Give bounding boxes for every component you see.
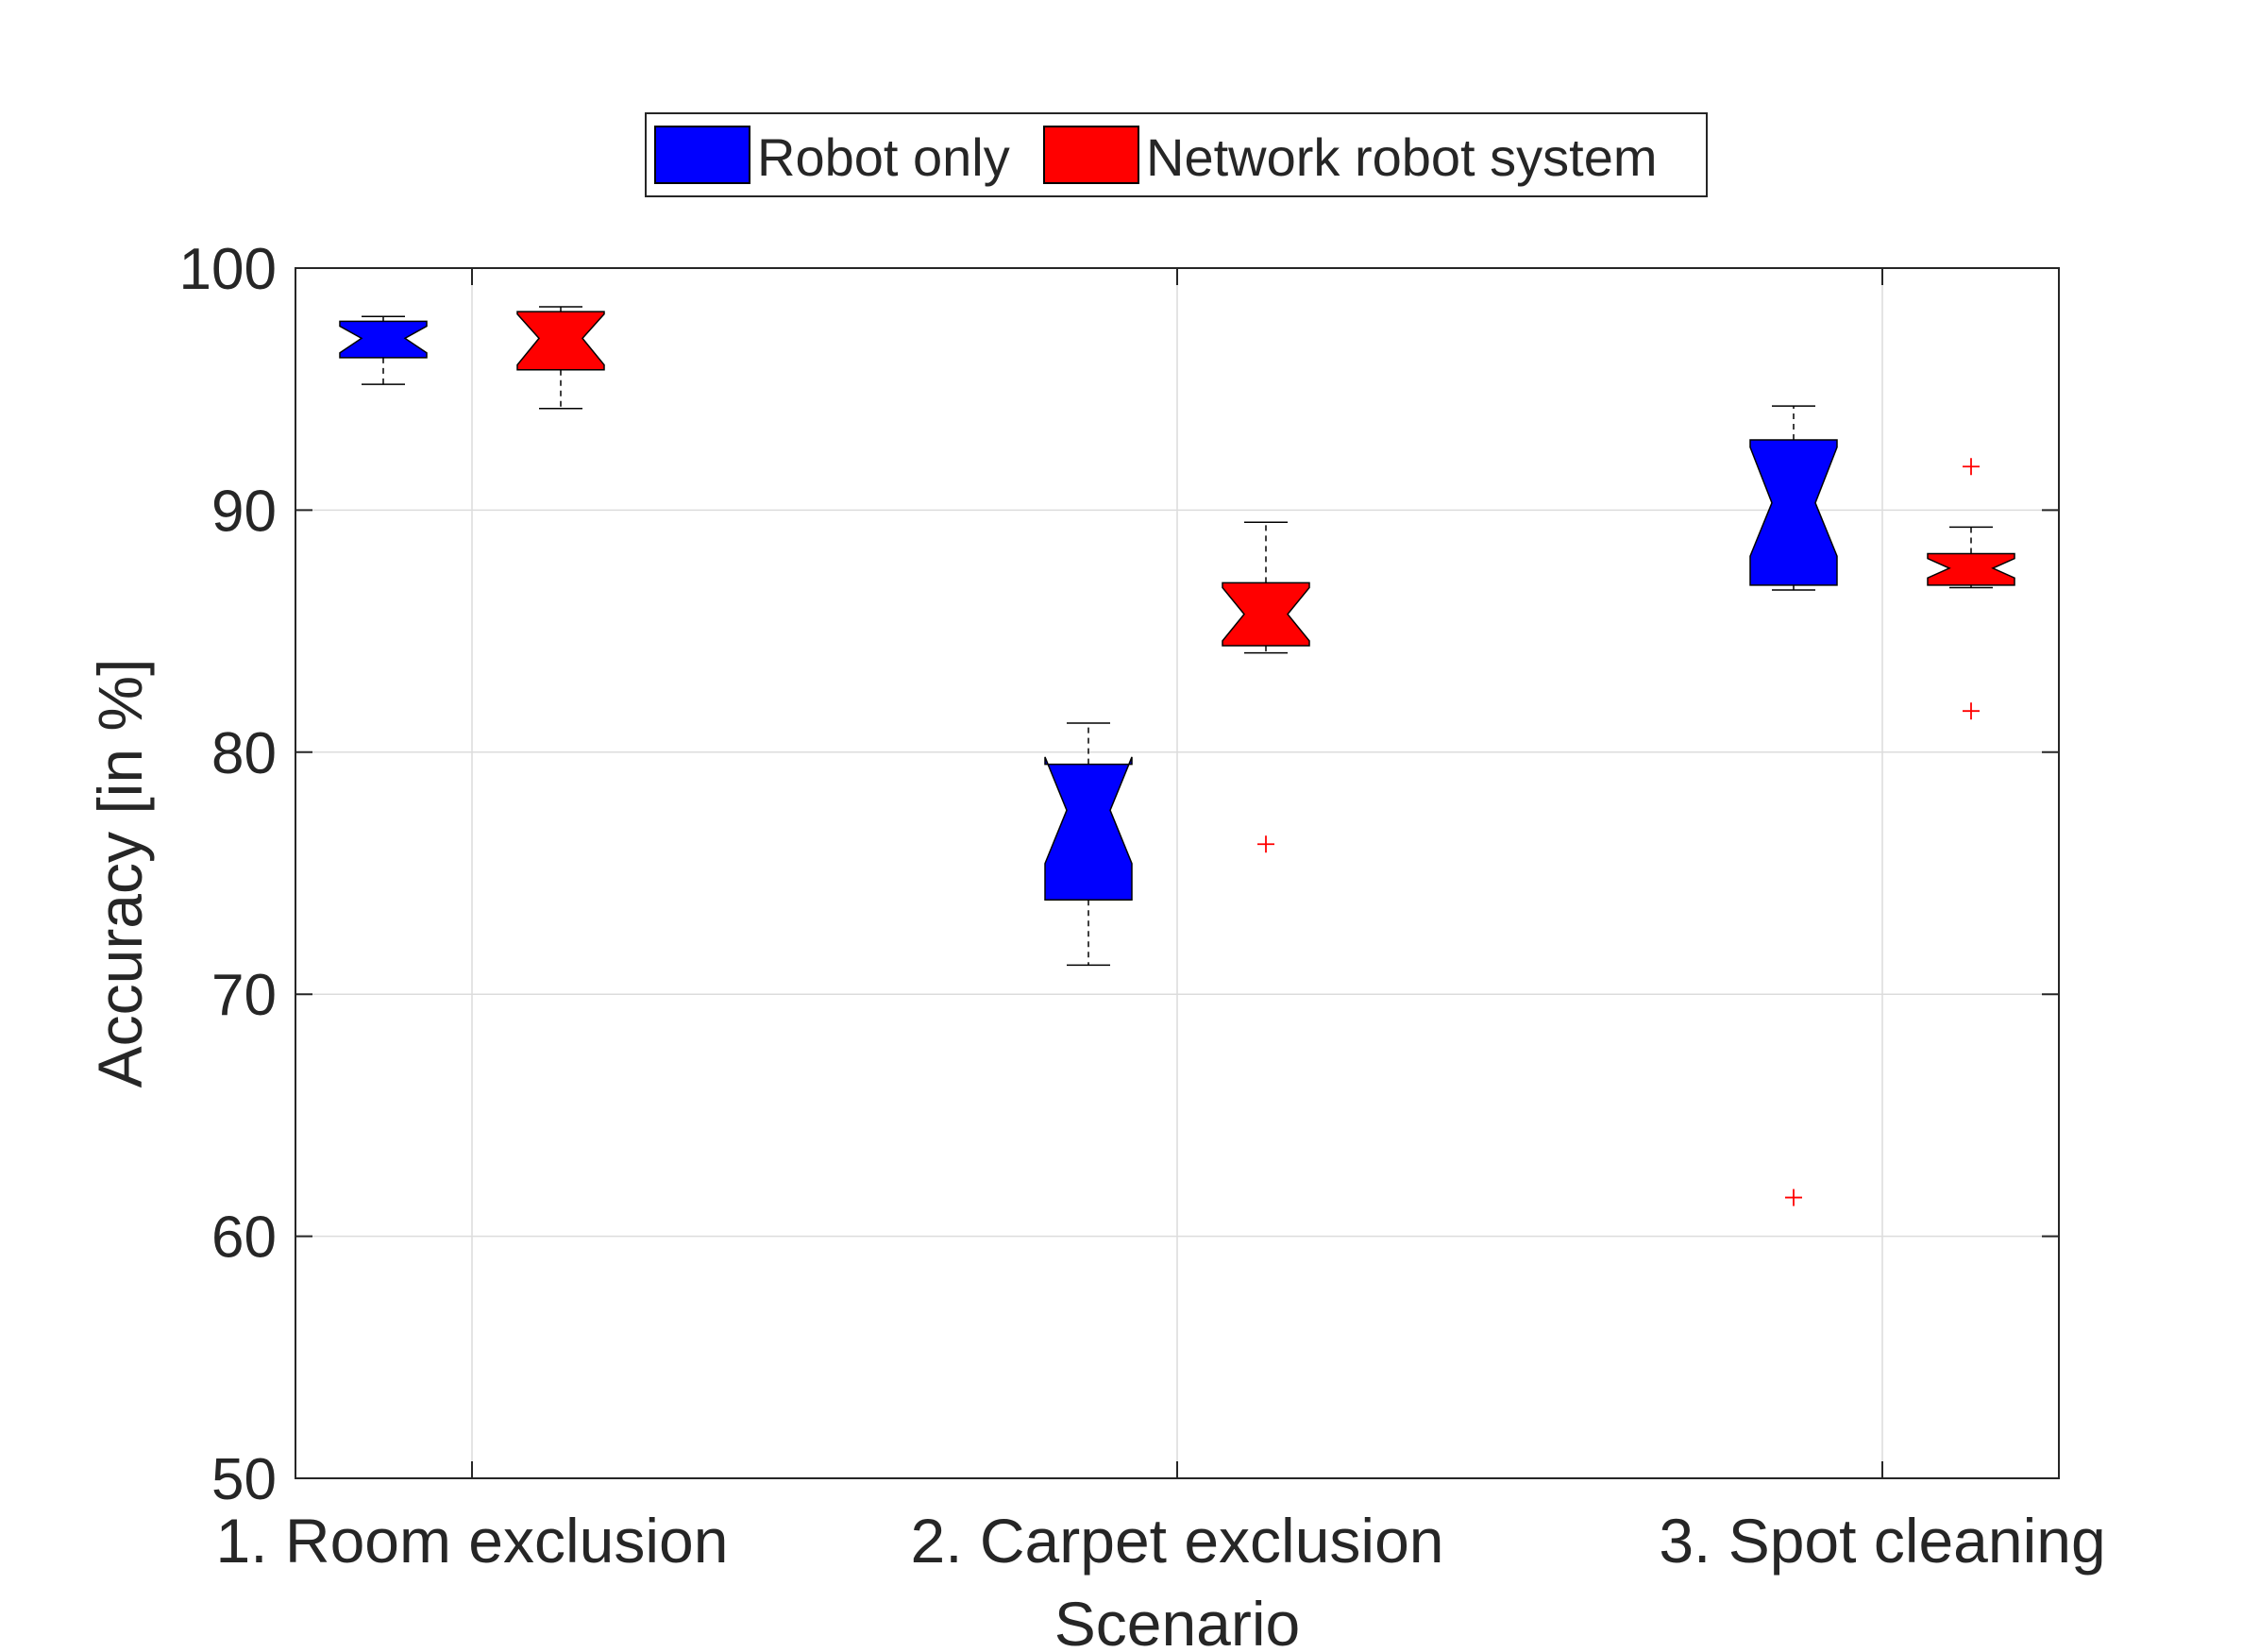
legend-label-network-robot-system: Network robot system xyxy=(1146,127,1658,187)
tick-labels-layer: 50 60 70 80 90 100 1. Room exclusion 2. Carpet … xyxy=(179,237,2106,1576)
ticks-layer xyxy=(295,267,2059,1479)
y-tick-label: 90 xyxy=(211,479,277,544)
boxes-layer xyxy=(339,306,2015,1206)
box-robot-only-2 xyxy=(1044,722,1133,967)
notched-box xyxy=(516,311,605,371)
box-robot-only-3 xyxy=(1749,405,1838,1206)
x-tick-label: 1. Room exclusion xyxy=(216,1506,729,1576)
notched-box xyxy=(1044,756,1133,901)
box-robot-only-1 xyxy=(339,315,428,385)
y-tick-label: 60 xyxy=(211,1205,277,1271)
y-tick-label: 70 xyxy=(211,963,277,1028)
notched-box xyxy=(339,320,428,359)
y-axis-label: Accuracy [in %] xyxy=(85,659,155,1088)
x-tick-label: 3. Spot cleaning xyxy=(1659,1506,2105,1576)
legend-label-robot-only: Robot only xyxy=(757,127,1010,187)
y-tick-label: 80 xyxy=(211,721,277,786)
legend-swatch-robot-only xyxy=(654,126,750,184)
legend-swatch-network-robot-system xyxy=(1043,126,1139,184)
legend: Robot only Network robot system xyxy=(645,112,1708,197)
notched-box xyxy=(1749,439,1838,586)
notched-box xyxy=(1927,552,2015,586)
box-network-robot-system-2 xyxy=(1222,521,1310,853)
box-network-robot-system-1 xyxy=(516,306,605,410)
x-tick-label: 2. Carpet exclusion xyxy=(911,1506,1444,1576)
x-axis-label: Scenario xyxy=(1054,1589,1301,1652)
box-network-robot-system-3 xyxy=(1927,458,2015,720)
notched-box xyxy=(1222,582,1310,647)
legend-box xyxy=(645,112,1708,197)
y-tick-label: 100 xyxy=(179,237,277,302)
y-tick-label: 50 xyxy=(211,1447,277,1512)
